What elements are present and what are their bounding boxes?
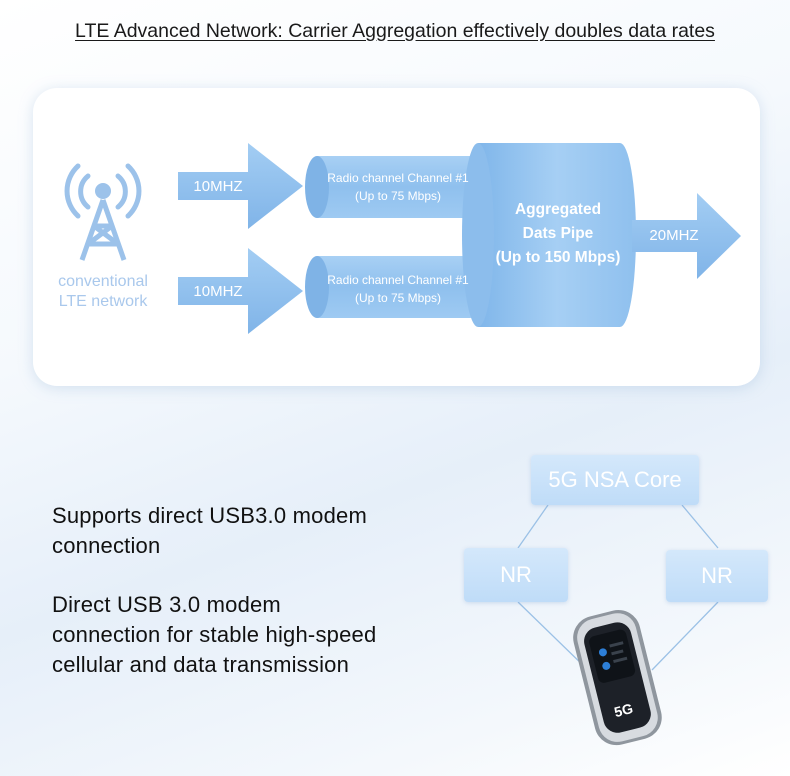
- cell-tower-icon: [64, 163, 142, 261]
- 5g-hotspot-device: 5G: [573, 609, 662, 746]
- channel-1-name: Radio channel Channel #1: [327, 171, 469, 185]
- output-arrow-label: 20MHZ: [649, 227, 699, 244]
- aggregated-pipe-shape: [462, 143, 636, 327]
- pipe-line2: Dats Pipe: [522, 225, 594, 242]
- tower-caption-line2: LTE network: [58, 293, 148, 310]
- input-arrow-1: [178, 143, 303, 229]
- input-arrow-1-label: 10MHZ: [193, 178, 243, 195]
- device-5g-badge: 5G: [612, 700, 634, 720]
- pipe-line3: (Up to 150 Mbps): [495, 249, 621, 266]
- pipe-line1: Aggregated: [514, 201, 602, 218]
- channel-2-label: Radio channel Channel #1 (Up to 75 Mbps): [318, 271, 478, 307]
- channel-2-name: Radio channel Channel #1: [327, 273, 469, 287]
- input-arrow-2: [178, 248, 303, 334]
- usb-description-text: Direct USB 3.0 modem connection for stab…: [52, 590, 376, 680]
- tower-caption: conventional LTE network: [38, 272, 168, 312]
- channel-cylinder-1: [305, 156, 482, 218]
- usb-line2: connection: [52, 533, 161, 558]
- desc-line1: Direct USB 3.0 modem: [52, 592, 281, 617]
- nr-box-left: NR: [464, 548, 568, 602]
- 5g-nsa-core-box: 5G NSA Core: [531, 455, 699, 505]
- channel-2-speed: (Up to 75 Mbps): [354, 291, 442, 305]
- channel-1-speed: (Up to 75 Mbps): [354, 189, 442, 203]
- usb-support-text: Supports direct USB3.0 modem connection: [52, 501, 367, 561]
- output-arrow: [632, 193, 741, 279]
- desc-line3: cellular and data transmission: [52, 652, 350, 677]
- desc-line2: connection for stable high-speed: [52, 622, 377, 647]
- channel-1-label: Radio channel Channel #1 (Up to 75 Mbps): [318, 169, 478, 205]
- nr-box-right: NR: [666, 550, 768, 602]
- input-arrow-2-label: 10MHZ: [193, 283, 243, 300]
- channel-cylinder-2: [305, 256, 482, 318]
- tower-caption-line1: conventional: [58, 273, 148, 290]
- page-title: LTE Advanced Network: Carrier Aggregatio…: [75, 20, 715, 42]
- usb-line1: Supports direct USB3.0 modem: [52, 503, 367, 528]
- aggregated-pipe-label: Aggregated Dats Pipe (Up to 150 Mbps): [482, 198, 634, 270]
